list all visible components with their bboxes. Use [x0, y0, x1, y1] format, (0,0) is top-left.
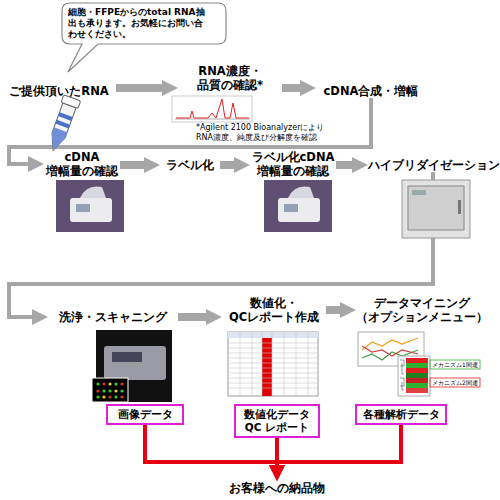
step-label: cDNA合成・増幅 — [316, 84, 426, 98]
array-spot — [96, 382, 99, 385]
node-text: ラベル化cDNA 増幅量の確認 — [250, 150, 336, 178]
heatmap-cell — [406, 373, 428, 378]
incubator-handle — [458, 200, 461, 214]
flow-arrow — [178, 313, 208, 321]
flow-arrow — [326, 306, 342, 314]
deliverable-box: 各種解析データ — [355, 404, 447, 425]
heatmap-panel — [398, 356, 430, 396]
node-text: データマイニング （オプションメニュー） — [356, 296, 488, 324]
sheet-grid — [228, 332, 318, 396]
flow-arrow — [220, 161, 236, 169]
heatmap-cell — [406, 388, 428, 393]
array-spot — [96, 395, 99, 398]
incubator — [402, 180, 470, 238]
instrument-photo — [56, 180, 124, 232]
footnote: *Agilent 2100 Bioanalyzerにより RNA濃度、純度及び分… — [196, 123, 348, 143]
step-label: 数値化・ QCレポート作成 — [222, 296, 326, 324]
microarray-image — [92, 378, 128, 402]
array-spot — [108, 382, 111, 385]
instrument-arm — [288, 186, 314, 198]
step-label: データマイニング （オプションメニュー） — [356, 296, 488, 324]
flow-arrow — [120, 161, 146, 169]
array-spot — [114, 382, 117, 385]
node-text: 細胞・FFPEからのtotal RNA抽 出も承ります。お気軽にお問い合 わせく… — [68, 7, 220, 40]
node-text: ハイブリダイゼーション — [368, 158, 498, 172]
flow-arrow — [336, 161, 354, 169]
array-spot — [102, 382, 105, 385]
dendrogram — [400, 360, 404, 390]
node-text: cDNA 増幅量の確認 — [44, 150, 120, 178]
sheet-highlight — [262, 338, 272, 396]
array-spot — [96, 389, 99, 392]
array-spot — [102, 395, 105, 398]
node-text: お客様への納品物 — [222, 481, 332, 495]
tube-stripe — [58, 112, 73, 121]
node-text: 各種解析データ — [363, 408, 439, 421]
instrument-screen — [284, 204, 298, 212]
incubator-panel — [412, 190, 426, 195]
node-text: 画像データ — [114, 408, 176, 421]
flow-arrow — [9, 172, 433, 317]
electropherogram — [172, 96, 252, 122]
node-text: RNA濃度・ 品質の確認* — [178, 64, 282, 92]
heatmap-cell — [406, 363, 428, 368]
step-label: 洗浄・スキャニング — [48, 310, 178, 324]
flow-arrow — [282, 84, 302, 92]
array-spot — [114, 395, 117, 398]
chart-trace — [176, 99, 249, 118]
heatmap-cell — [406, 358, 428, 363]
array-spot — [120, 395, 123, 398]
incubator-door — [408, 186, 464, 230]
callout-bubble: 細胞・FFPEからのtotal RNA抽 出も承ります。お気軽にお問い合 わせく… — [62, 3, 226, 44]
tube-liquid — [47, 127, 68, 152]
node-text: 数値化データ QC レポート — [242, 408, 312, 434]
array-spot — [108, 389, 111, 392]
step-label: RNA濃度・ 品質の確認* — [178, 64, 282, 92]
instrument-photo — [264, 180, 332, 232]
flow-arrow — [116, 84, 164, 92]
node-text: ラベル化 — [160, 158, 220, 172]
bubble-shape — [62, 3, 226, 72]
cluster-label: メカニズム2関連 — [432, 379, 492, 386]
array-spot — [120, 382, 123, 385]
deliverable-box: 画像データ — [106, 404, 184, 425]
instrument-body — [278, 198, 320, 222]
array-spot — [120, 389, 123, 392]
tube-stripe — [55, 120, 70, 129]
node-text: ご提供頂いたRNA — [2, 84, 116, 98]
step-label: ハイブリダイゼーション — [368, 158, 498, 172]
node-text: cDNA合成・増幅 — [316, 84, 426, 98]
step-label: ラベル化 — [160, 158, 220, 172]
node-text: 数値化・ QCレポート作成 — [222, 296, 326, 324]
array-spot — [108, 395, 111, 398]
array-spot — [114, 389, 117, 392]
step-label: ご提供頂いたRNA — [2, 84, 116, 98]
deliverable-box: 数値化データ QC レポート — [234, 404, 320, 438]
sheet-header — [228, 332, 318, 338]
chart-line — [362, 346, 418, 356]
chart-axis — [175, 119, 250, 120]
instrument-arm — [80, 186, 106, 198]
delivery-label: お客様への納品物 — [222, 481, 332, 495]
step-label: cDNA 増幅量の確認 — [44, 150, 120, 178]
scanner-body — [104, 346, 166, 380]
node-text: 洗浄・スキャニング — [48, 310, 178, 324]
rna-tube — [45, 95, 81, 154]
tube-body — [47, 103, 77, 153]
instrument-screen — [76, 204, 90, 212]
step-label: ラベル化cDNA 増幅量の確認 — [250, 150, 336, 178]
cluster-label: メカニズム1関連 — [432, 361, 492, 368]
array-spot — [102, 389, 105, 392]
chart-line — [362, 338, 418, 350]
instrument-body — [70, 198, 112, 222]
heatmap-cell — [406, 368, 428, 373]
spreadsheet — [228, 332, 318, 396]
heatmap-cell — [406, 378, 428, 383]
heatmap-cell — [406, 383, 428, 388]
scanner-window — [112, 352, 142, 362]
